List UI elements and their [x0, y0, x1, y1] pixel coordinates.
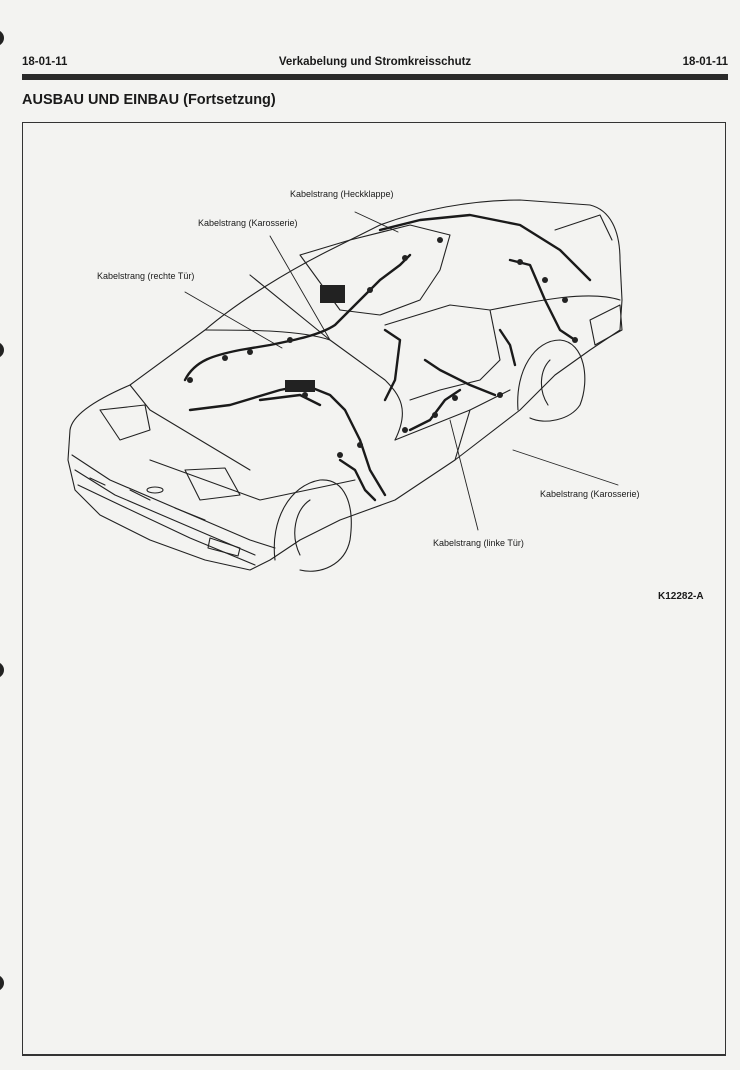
callout-karosserie-right: Kabelstrang (Karosserie)	[540, 489, 640, 499]
figure-code: K12282-A	[658, 591, 704, 602]
header-title: Verkabelung und Stromkreisschutz	[278, 56, 472, 68]
page-number-left: 18-01-11	[22, 56, 68, 68]
binder-hole	[0, 975, 4, 991]
figure-frame	[22, 122, 726, 1056]
binder-hole	[0, 662, 4, 678]
binder-hole	[0, 30, 4, 46]
wiring-harness	[183, 213, 592, 502]
callout-heckklappe: Kabelstrang (Heckklappe)	[290, 189, 394, 199]
connectors	[187, 237, 578, 458]
section-title: AUSBAU UND EINBAU (Fortsetzung)	[22, 92, 276, 108]
callout-karosserie-top: Kabelstrang (Karosserie)	[198, 218, 298, 228]
leader-lines	[184, 211, 619, 531]
page-number-right: 18-01-11	[682, 56, 728, 68]
callout-rechte-tuer: Kabelstrang (rechte Tür)	[97, 271, 195, 281]
car-body-outline	[67, 199, 623, 572]
binder-hole	[0, 342, 4, 358]
callout-linke-tuer: Kabelstrang (linke Tür)	[433, 538, 524, 548]
header-rule	[22, 74, 728, 80]
page-header: 18-01-11 Verkabelung und Stromkreisschut…	[22, 56, 728, 72]
